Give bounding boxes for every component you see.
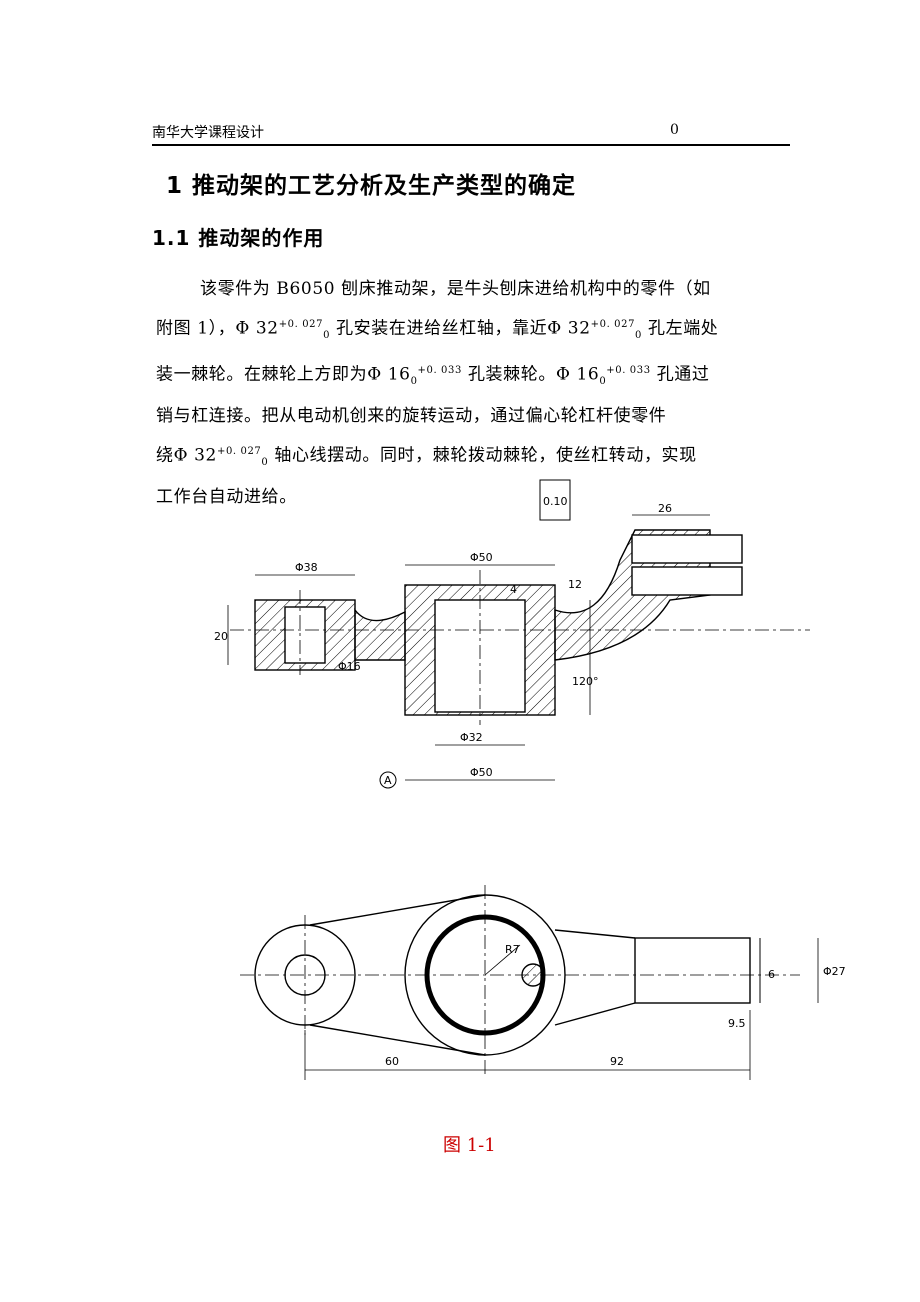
svg-text:9.5: 9.5 [728, 1017, 746, 1030]
para-line-4: 销与杠连接。把从电动机创来的旋转运动，通过偏心轮杠杆使零件 [156, 406, 667, 427]
svg-text:A: A [384, 774, 392, 787]
svg-text:60: 60 [385, 1055, 399, 1068]
plan-view [240, 885, 819, 1080]
svg-text:Φ16: Φ16 [338, 660, 361, 673]
para-line-2: 附图 1），Φ 32+0. 0270 孔安装在进给丝杠轴，靠近Φ 32+0. 0… [156, 318, 719, 342]
para-line-1: 该零件为 B6050 刨床推动架，是牛头刨床进给机构中的零件（如 [200, 279, 711, 299]
page-header: 南华大学课程设计 0 [152, 122, 790, 146]
svg-text:26: 26 [658, 502, 672, 515]
svg-text:120°: 120° [572, 675, 599, 688]
section-view [227, 479, 810, 789]
svg-text:Φ27: Φ27 [823, 965, 846, 978]
svg-text:Φ50: Φ50 [470, 551, 493, 564]
header-page-number: 0 [670, 122, 679, 138]
svg-text:6: 6 [768, 968, 775, 981]
svg-text:4: 4 [510, 583, 517, 596]
svg-text:Φ38: Φ38 [295, 561, 318, 574]
body-paragraph: 该零件为 B6050 刨床推动架，是牛头刨床进给机构中的零件（如 附图 1），Φ… [156, 272, 786, 515]
svg-text:0.10: 0.10 [543, 495, 568, 508]
header-school: 南华大学课程设计 [152, 125, 264, 141]
para-line-3: 装一棘轮。在棘轮上方即为Φ 160+0. 033 孔装棘轮。Φ 160+0. 0… [156, 364, 710, 388]
svg-text:Φ50: Φ50 [470, 766, 493, 779]
figure-caption: 图 1-1 [443, 1135, 496, 1156]
section-view-labels: Φ38 Φ50 Φ32 Φ50 26 20 A 0.10 4 12 120° Φ… [214, 495, 672, 787]
para-line-5: 绕Φ 32+0. 0270 轴心线摆动。同时，棘轮拨动棘轮，使丝杠转动，实现 [156, 445, 697, 469]
section-title: 1.1 推动架的作用 [152, 226, 325, 250]
svg-text:12: 12 [568, 578, 582, 591]
svg-text:R7: R7 [505, 943, 520, 956]
plan-view-labels: 60 92 Φ27 9.5 R7 6 [385, 943, 846, 1068]
svg-text:20: 20 [214, 630, 228, 643]
chapter-title: 1 推动架的工艺分析及生产类型的确定 [166, 173, 577, 199]
para-line-6: 工作台自动进给。 [156, 487, 297, 508]
svg-text:Φ32: Φ32 [460, 731, 483, 744]
svg-text:92: 92 [610, 1055, 624, 1068]
engineering-drawing: Φ38 Φ50 Φ32 Φ50 26 20 A 0.10 4 12 120° Φ… [214, 479, 846, 1080]
